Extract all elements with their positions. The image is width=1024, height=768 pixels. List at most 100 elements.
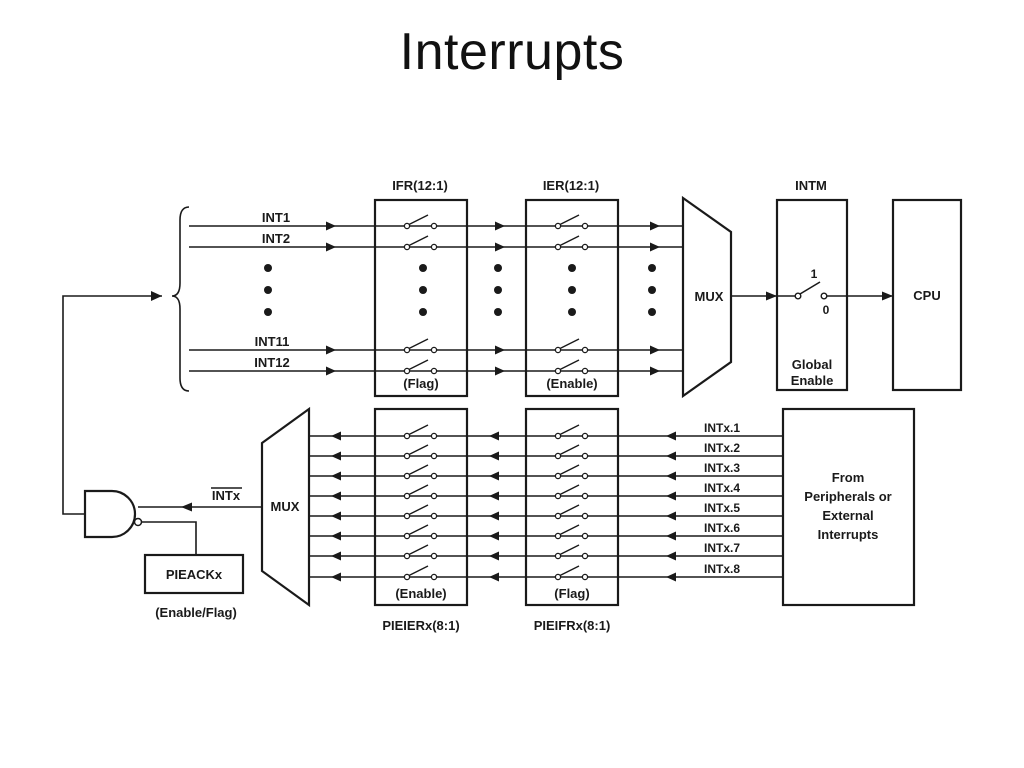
bottom-input-arrow [666, 471, 676, 481]
bottom-pieier-to-mux-arrow [331, 531, 341, 541]
intm-caption-enable: Enable [791, 373, 834, 388]
source-line-1: From [832, 470, 865, 485]
bottom-input-arrow [666, 531, 676, 541]
ifr-switch [403, 235, 438, 251]
ifr-switch [403, 338, 438, 354]
source-line-2: Peripherals or [804, 489, 891, 504]
intm-switch-blade [799, 281, 821, 295]
ellipsis-dot [264, 264, 272, 272]
ellipsis-dot [494, 308, 502, 316]
bottom-input-arrow [666, 572, 676, 582]
top-ier-to-mux-arrow [650, 242, 660, 252]
input-label-int2: INT2 [262, 231, 290, 246]
bottom-input-label: INTx.3 [704, 461, 740, 475]
ier-label: IER(12:1) [543, 178, 599, 193]
pieier-switch [403, 484, 438, 500]
input-brace [171, 206, 190, 392]
top-mux-label: MUX [695, 289, 724, 304]
pieack-caption: (Enable/Flag) [155, 605, 237, 620]
intm-switch-pivot [794, 292, 802, 300]
pieier-switch [403, 544, 438, 560]
bottom-pieifr-to-pieier-arrow [489, 431, 499, 441]
ellipsis-dot [494, 286, 502, 294]
pieier-register-box [373, 407, 469, 607]
pieier-switch [403, 524, 438, 540]
pieifr-caption: (Flag) [554, 586, 589, 601]
slide-title: Interrupts [399, 23, 625, 81]
bottom-pieifr-to-pieier-arrow [489, 491, 499, 501]
top-ifr-to-ier-arrow [495, 221, 505, 231]
bottom-pieifr-to-pieier-arrow [489, 531, 499, 541]
ellipsis-dot [568, 264, 576, 272]
ier-caption: (Enable) [546, 376, 597, 391]
bottom-pieier-to-mux-arrow [331, 471, 341, 481]
pieifr-switch [554, 544, 589, 560]
pieifr-switch [554, 444, 589, 460]
pieier-label: PIEIERx(8:1) [382, 618, 459, 633]
pieifr-switch [554, 524, 589, 540]
ellipsis-dot [264, 286, 272, 294]
top-input-arrow [326, 366, 336, 376]
bottom-input-label: INTx.5 [704, 501, 740, 515]
ifr-register-box [373, 198, 469, 398]
and-gate-inverter-bubble [133, 517, 143, 527]
pieier-switch [403, 565, 438, 581]
top-ifr-to-ier-arrow [495, 345, 505, 355]
ier-switch [554, 338, 589, 354]
ellipsis-dot [419, 264, 427, 272]
top-ier-to-mux-arrow [650, 221, 660, 231]
ellipsis-dot [419, 308, 427, 316]
bottom-pieifr-to-pieier-arrow [489, 572, 499, 582]
bottom-mux-label: MUX [271, 499, 300, 514]
ifr-switch [403, 214, 438, 230]
bottom-input-label: INTx.2 [704, 441, 740, 455]
pieack-box [143, 553, 245, 595]
pieack-wire [141, 521, 197, 555]
bottom-pieier-to-mux-arrow [331, 511, 341, 521]
cpu-label: CPU [913, 288, 940, 303]
bottom-input-label: INTx.6 [704, 521, 740, 535]
intm-pos-1-label: 1 [811, 267, 818, 281]
cpu-box [891, 198, 963, 392]
pieier-switch [403, 464, 438, 480]
bottom-input-label: INTx.4 [704, 481, 740, 495]
top-input-arrow [326, 345, 336, 355]
feedback-arrowhead [151, 291, 162, 301]
ifr-label: IFR(12:1) [392, 178, 448, 193]
pieier-switch [403, 424, 438, 440]
bottom-input-arrow [666, 451, 676, 461]
top-ier-to-mux-arrow [650, 345, 660, 355]
intx-out-label: INTx [212, 488, 241, 503]
bottom-input-arrow [666, 431, 676, 441]
pieack-label: PIEACKx [166, 567, 223, 582]
bottom-pieifr-to-pieier-arrow [489, 511, 499, 521]
ellipsis-dot [419, 286, 427, 294]
top-mux-trapezoid [681, 195, 733, 399]
source-line-3: External [822, 508, 873, 523]
pieier-switch [403, 504, 438, 520]
top-ier-to-mux-arrow [650, 366, 660, 376]
ier-register-box [524, 198, 620, 398]
intm-box [775, 198, 849, 392]
ellipsis-dot [648, 286, 656, 294]
ellipsis-dot [648, 264, 656, 272]
top-input-arrow [326, 242, 336, 252]
bottom-input-label: INTx.1 [704, 421, 740, 435]
peripherals-source-box [781, 407, 916, 607]
intm-switch-contact [820, 292, 828, 300]
bottom-pieier-to-mux-arrow [331, 551, 341, 561]
source-line-4: Interrupts [818, 527, 879, 542]
bottom-mux-trapezoid [260, 406, 311, 608]
feedback-wire [62, 295, 162, 515]
ellipsis-dot [264, 308, 272, 316]
intm-pos-0-label: 0 [823, 303, 830, 317]
bottom-pieier-to-mux-arrow [331, 451, 341, 461]
top-ifr-to-ier-arrow [495, 366, 505, 376]
pieifr-switch [554, 464, 589, 480]
ifr-switch [403, 359, 438, 375]
pieifr-switch [554, 484, 589, 500]
bottom-pieifr-to-pieier-arrow [489, 451, 499, 461]
ier-switch [554, 359, 589, 375]
pieifr-switch [554, 565, 589, 581]
